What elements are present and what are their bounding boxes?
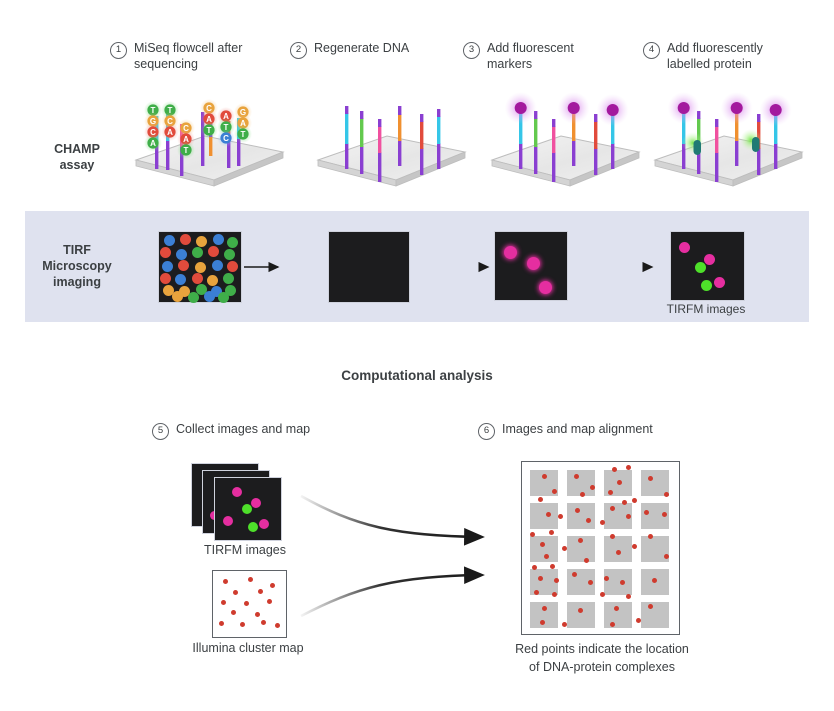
svg-text:C: C (223, 134, 229, 143)
step-header-1: 1 MiSeq flowcell after sequencing (110, 40, 255, 72)
svg-text:T: T (184, 146, 189, 155)
step-label-2: Regenerate DNA (314, 41, 410, 55)
grid-tile (567, 602, 595, 628)
champ-panel-3-markers (490, 92, 641, 187)
alignment-note-line2: of DNA-protein complexes (529, 660, 675, 674)
arrow-map-to-alignment (300, 566, 485, 618)
dna-strands-2 (345, 106, 441, 182)
svg-text:A: A (206, 115, 212, 124)
alignment-note-line1: Red points indicate the location (515, 642, 689, 656)
svg-text:T: T (168, 106, 173, 115)
svg-text:C: C (167, 117, 173, 126)
grid-tile (604, 536, 632, 562)
step-number-1: 1 (110, 42, 127, 59)
tirf-image-sequencing-clusters (158, 231, 242, 303)
champ-assay-illustrations: T G C A T C A C A T C A T (134, 92, 804, 187)
tirf-image-fluorescent-markers (494, 231, 568, 301)
grid-tile (604, 569, 632, 595)
tirf-image-protein-markers (670, 231, 745, 301)
champ-panel-4-protein (653, 92, 804, 187)
step-header-3: 3 Add fluorescent markers (463, 40, 603, 72)
step-header-6: 6 Images and map alignment (478, 421, 653, 440)
tirfm-image-stack (191, 463, 301, 545)
grid-tile (641, 602, 669, 628)
step-label-3: Add fluorescent markers (487, 41, 574, 71)
nucleotide-bubbles-1: T G C A T C A C A T C A T (144, 99, 252, 159)
convergence-arrows (300, 494, 485, 618)
svg-text:G: G (150, 117, 156, 126)
svg-text:A: A (167, 128, 173, 137)
flowcell-slab-2 (316, 135, 467, 187)
flowcell-slab-4 (653, 135, 804, 187)
step-header-2: 2 Regenerate DNA (290, 40, 450, 59)
caption-alignment-note: Red points indicate the location of DNA-… (482, 640, 722, 676)
step-number-2: 2 (290, 42, 307, 59)
section-title-computational-analysis: Computational analysis (341, 368, 493, 383)
step-label-4: Add fluorescently labelled protein (667, 41, 763, 71)
labelled-proteins-4 (682, 129, 762, 155)
champ-panel-2-regenerate (316, 106, 467, 187)
step-label-5: Collect images and map (176, 422, 311, 436)
svg-text:C: C (183, 124, 189, 133)
step-number-6: 6 (478, 423, 495, 440)
tirf-image-blank (328, 231, 410, 303)
grid-tile (530, 503, 558, 529)
svg-text:A: A (150, 139, 156, 148)
svg-text:A: A (240, 119, 246, 128)
svg-text:T: T (241, 130, 246, 139)
caption-tirfm-images-top: TIRFM images (666, 302, 746, 316)
tirfm-stack-card-front (214, 477, 282, 541)
step-number-4: 4 (643, 42, 660, 59)
flowcell-slab-3 (490, 135, 641, 187)
step-number-3: 3 (463, 42, 480, 59)
fluorescent-markers-3 (504, 92, 629, 126)
grid-tile (641, 470, 669, 496)
alignment-grid-panel (521, 461, 680, 635)
step-header-5: 5 Collect images and map (152, 421, 310, 440)
champ-panel-1-flowcell: T G C A T C A C A T C A T (134, 99, 285, 187)
svg-text:A: A (223, 112, 229, 121)
illumina-cluster-map-box (212, 570, 287, 638)
svg-text:T: T (224, 123, 229, 132)
grid-tile (567, 470, 595, 496)
fluorescent-markers-4 (667, 92, 792, 126)
svg-text:T: T (207, 126, 212, 135)
caption-illumina-cluster-map: Illumina cluster map (192, 641, 304, 655)
caption-tirfm-images-stack: TIRFM images (204, 543, 286, 557)
svg-text:G: G (240, 108, 246, 117)
step-header-4: 4 Add fluorescently labelled protein (643, 40, 788, 72)
tirf-row-arrows (244, 261, 654, 273)
svg-text:T: T (151, 106, 156, 115)
arrow-images-to-alignment (300, 494, 485, 546)
svg-text:C: C (150, 128, 156, 137)
svg-text:C: C (206, 104, 212, 113)
step-label-6: Images and map alignment (502, 422, 653, 436)
dna-strands-3 (519, 110, 615, 182)
svg-text:A: A (183, 135, 189, 144)
step-label-1: MiSeq flowcell after sequencing (134, 41, 243, 71)
step-number-5: 5 (152, 423, 169, 440)
grid-tile (567, 503, 595, 529)
